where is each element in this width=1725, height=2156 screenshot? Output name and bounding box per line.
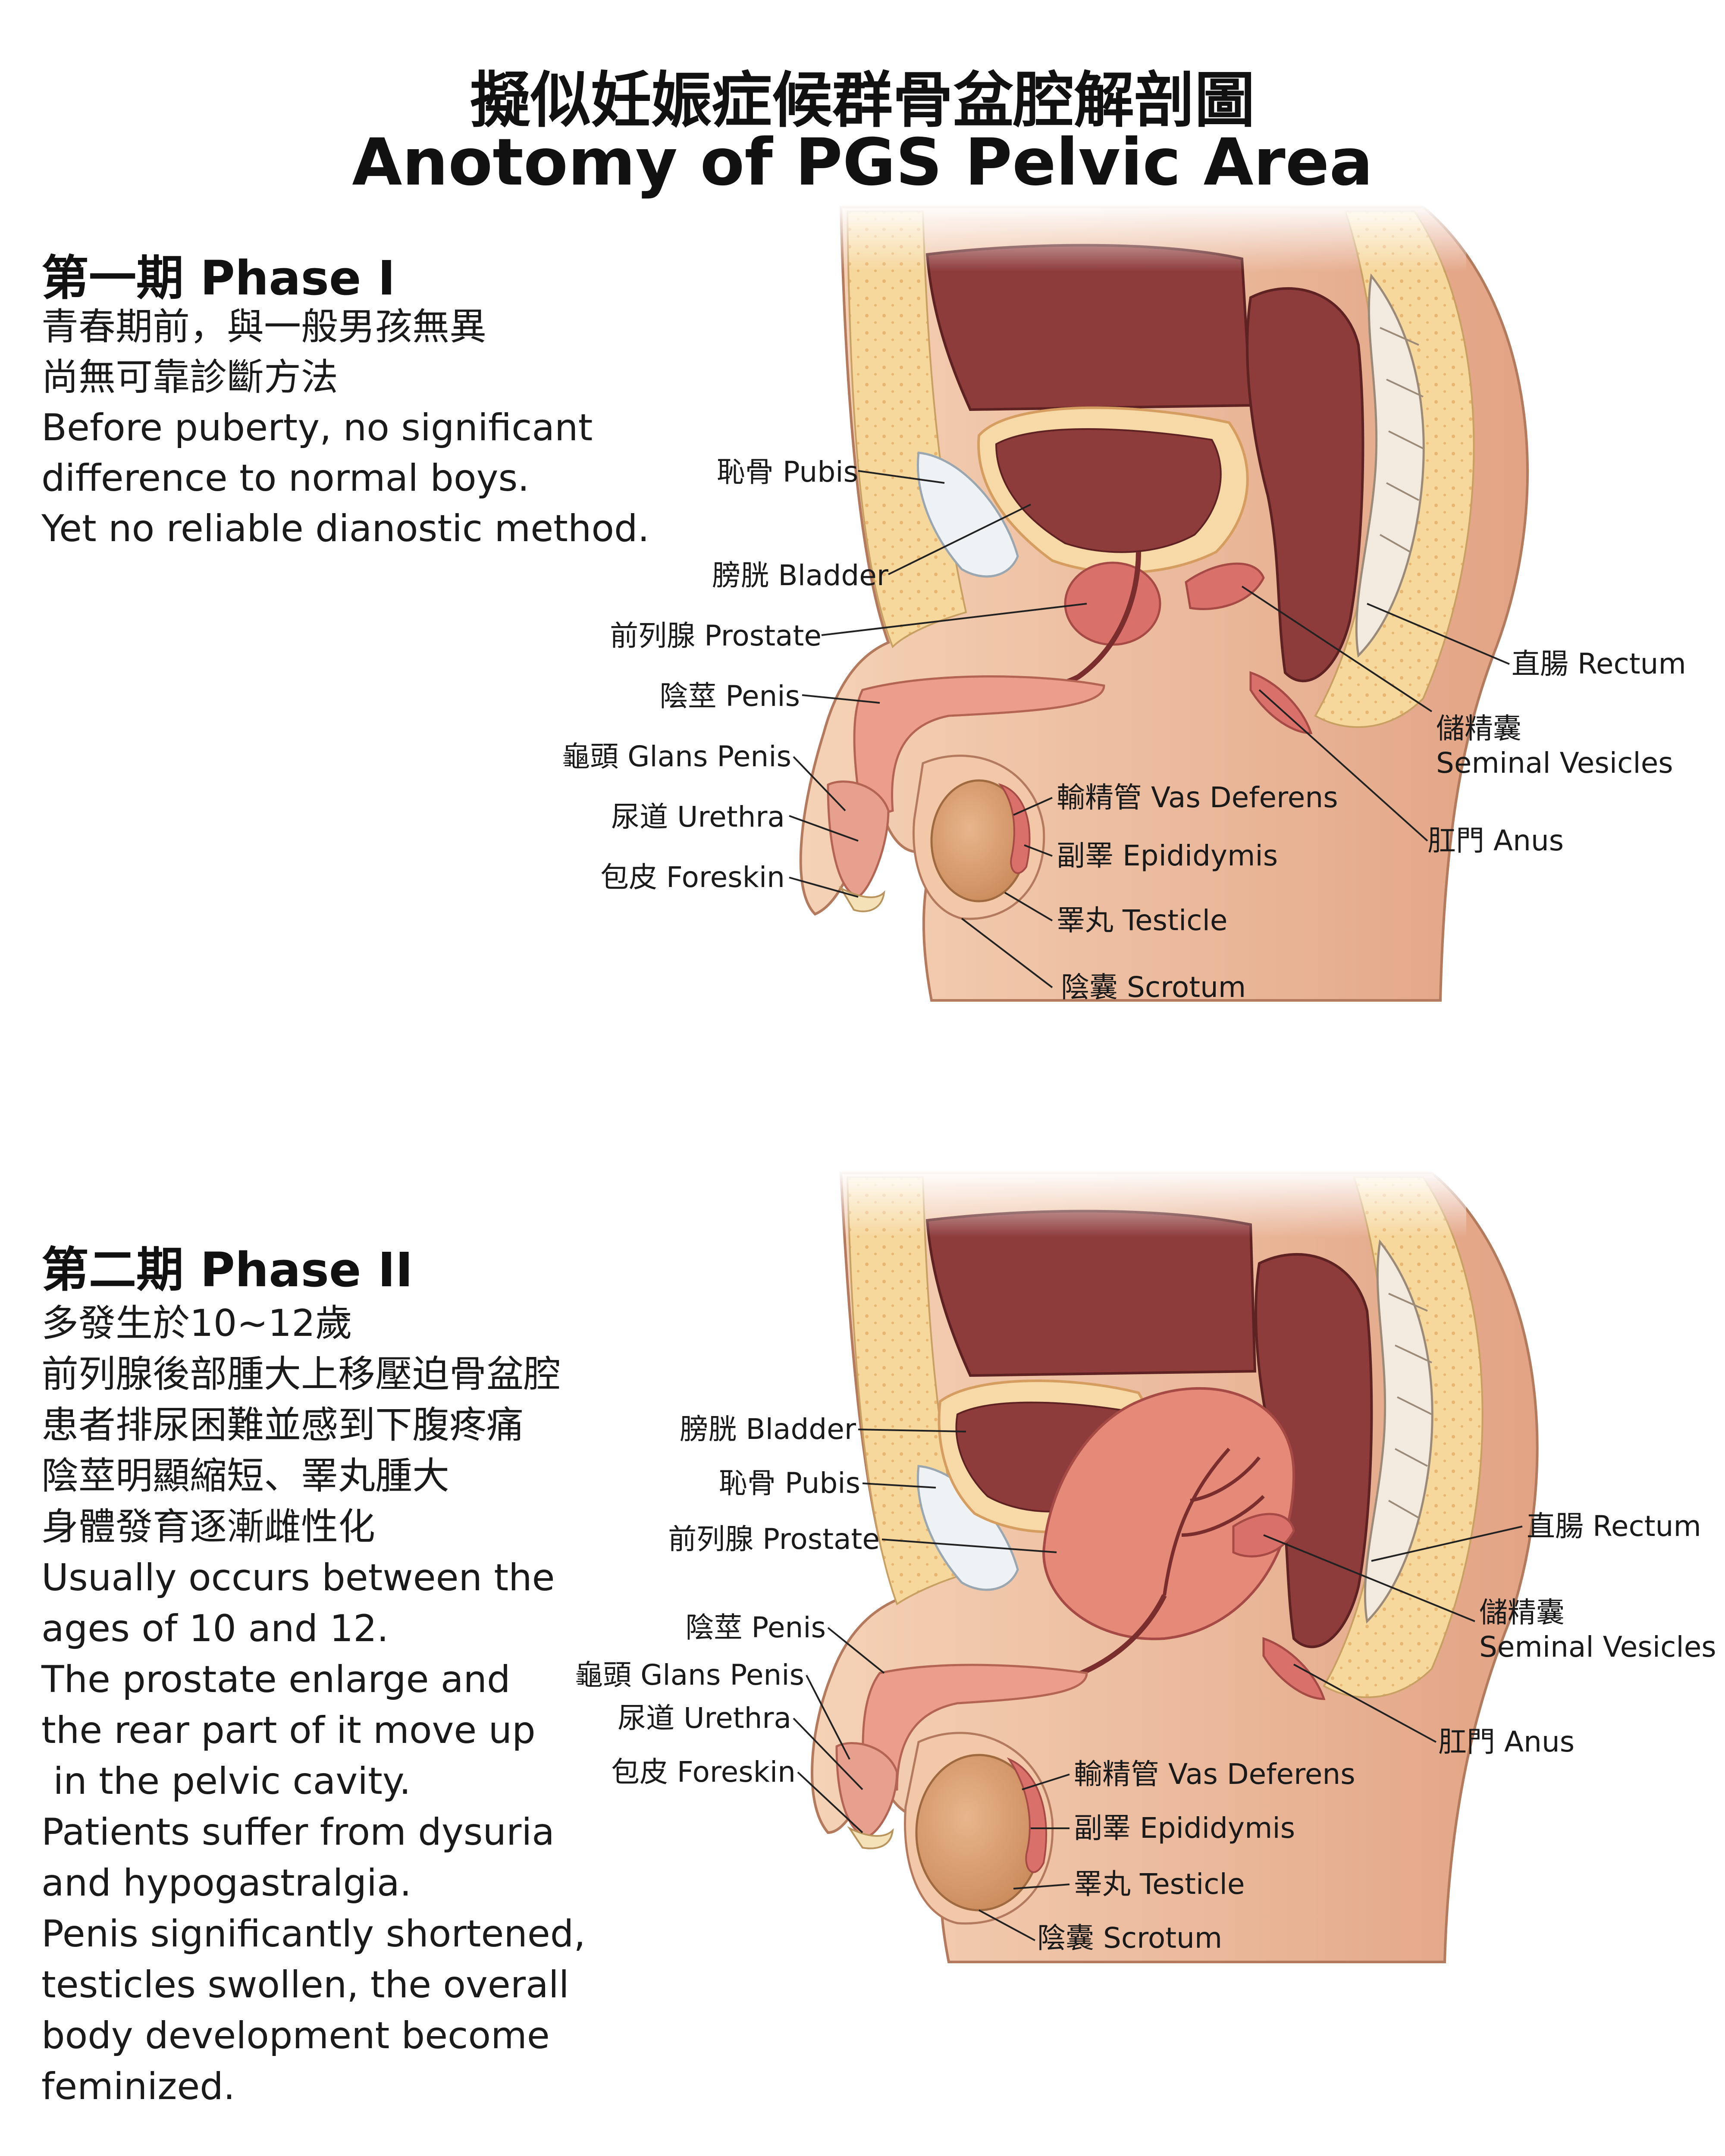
phase2-line: 患者排尿困難並感到下腹疼痛 xyxy=(41,1404,524,1447)
phase1-line: 青春期前，與一般男孩無異 xyxy=(41,305,486,348)
title-english: Anotomy of PGS Pelvic Area xyxy=(352,125,1373,200)
phase1-description: 青春期前，與一般男孩無異 尚無可靠診斷方法 Before puberty, no… xyxy=(41,302,649,554)
phase2-description: 多發生於10~12歲 前列腺後部腫大上移壓迫骨盆腔 患者排尿困難並感到下腹疼痛 … xyxy=(41,1298,586,2112)
phase1-leader-lines xyxy=(789,470,1510,988)
phase2-line: ages of 10 and 12. xyxy=(41,1607,389,1650)
phase2-line: The prostate enlarge and xyxy=(41,1658,511,1701)
phase1-illustration xyxy=(789,203,1529,1002)
rectum xyxy=(1246,287,1364,683)
phase2-line: body development become xyxy=(41,2014,550,2057)
label-anus: 肛門 Anus xyxy=(1438,1725,1575,1758)
phase2-line: 身體發育逐漸雌性化 xyxy=(41,1505,375,1548)
phase1-line: Yet no reliable dianostic method. xyxy=(41,507,649,550)
phase2-leader-lines xyxy=(793,1429,1523,1941)
anal-canal xyxy=(1249,671,1313,734)
label-urethra: 尿道 Urethra xyxy=(611,800,785,834)
phase2-line: and hypogastralgia. xyxy=(41,1861,412,1905)
phase2-illustration xyxy=(793,1169,1539,1963)
phase2-line: 前列腺後部腫大上移壓迫骨盆腔 xyxy=(41,1353,561,1396)
label-vas-deferens: 輸精管 Vas Deferens xyxy=(1057,781,1338,814)
label-scrotum: 陰囊 Scrotum xyxy=(1061,971,1246,1004)
anterior-fat-layer xyxy=(846,210,967,649)
label-glans-penis: 龜頭 Glans Penis xyxy=(574,1658,804,1692)
phase2-line: 陰莖明顯縮短、睪丸腫大 xyxy=(41,1454,449,1498)
label-testicle: 睪丸 Testicle xyxy=(1057,904,1228,937)
title-chinese: 擬似妊娠症候群骨盆腔解剖圖 xyxy=(470,66,1255,136)
glans-penis xyxy=(827,780,890,898)
phase2-line: in the pelvic cavity. xyxy=(41,1760,411,1803)
label-rectum: 直腸 Rectum xyxy=(1512,647,1686,680)
sacrum-bone xyxy=(1355,273,1425,658)
label-glans-penis: 龜頭 Glans Penis xyxy=(561,740,791,773)
label-scrotum: 陰囊 Scrotum xyxy=(1037,1921,1223,1955)
label-foreskin: 包皮 Foreskin xyxy=(600,861,785,894)
phase2-line: Penis significantly shortened, xyxy=(41,1912,586,1955)
label-vas-deferens: 輸精管 Vas Deferens xyxy=(1074,1758,1355,1791)
phase2-line: the rear part of it move up xyxy=(41,1709,536,1752)
phase1-line: difference to normal boys. xyxy=(41,457,530,500)
seminal-vesicles xyxy=(1185,562,1265,610)
phase2-heading: 第二期 Phase II xyxy=(41,1242,413,1297)
epididymis xyxy=(1007,1757,1048,1873)
label-pubis: 恥骨 Pubis xyxy=(718,1467,860,1500)
glans-penis xyxy=(835,1742,898,1838)
foreskin xyxy=(847,1826,894,1849)
label-prostate: 前列腺 Prostate xyxy=(668,1523,880,1556)
label-seminal-vesicles: 儲精囊 Seminal Vesicles xyxy=(1436,712,1673,780)
label-bladder: 膀胱 Bladder xyxy=(712,559,888,592)
label-anus: 肛門 Anus xyxy=(1427,824,1564,857)
phase2-line: feminized. xyxy=(41,2065,235,2108)
label-pubis: 恥骨 Pubis xyxy=(716,455,858,489)
pubis-bone xyxy=(916,451,1019,578)
foreskin xyxy=(838,886,885,912)
label-penis: 陰莖 Penis xyxy=(685,1611,826,1644)
phase2-line: 多發生於10~12歲 xyxy=(41,1302,352,1345)
label-foreskin: 包皮 Foreskin xyxy=(611,1755,796,1789)
vertebra-ridges xyxy=(1388,1293,1432,1519)
label-bladder: 膀胱 Bladder xyxy=(680,1413,856,1446)
label-epididymis: 副睪 Epididymis xyxy=(1057,839,1278,872)
bladder-lumen xyxy=(995,428,1222,553)
phase2-line: testicles swollen, the overall xyxy=(41,1963,569,2006)
prostate-ducts xyxy=(1163,1448,1265,1596)
label-testicle: 睪丸 Testicle xyxy=(1074,1868,1245,1901)
phase1-line: 尚無可靠診斷方法 xyxy=(41,356,338,399)
prostate-enlarged xyxy=(1042,1387,1295,1640)
epididymis xyxy=(998,783,1031,874)
anal-canal xyxy=(1262,1637,1326,1700)
phase1-heading: 第一期 Phase I xyxy=(41,251,395,306)
label-rectum: 直腸 Rectum xyxy=(1527,1510,1701,1543)
label-penis: 陰莖 Penis xyxy=(659,680,800,713)
phase2-line: Usually occurs between the xyxy=(41,1556,555,1599)
vertebra-ridges xyxy=(1380,327,1424,553)
label-prostate: 前列腺 Prostate xyxy=(610,619,822,652)
label-urethra: 尿道 Urethra xyxy=(618,1702,791,1735)
label-epididymis: 副睪 Epididymis xyxy=(1074,1811,1295,1845)
label-seminal-vesicles: 儲精囊 Seminal Vesicles xyxy=(1479,1596,1716,1664)
prostate xyxy=(1064,561,1161,646)
sacrum-bone xyxy=(1364,1239,1433,1624)
phase2-line: Patients suffer from dysuria xyxy=(41,1811,555,1854)
phase1-line: Before puberty, no significant xyxy=(41,406,593,449)
